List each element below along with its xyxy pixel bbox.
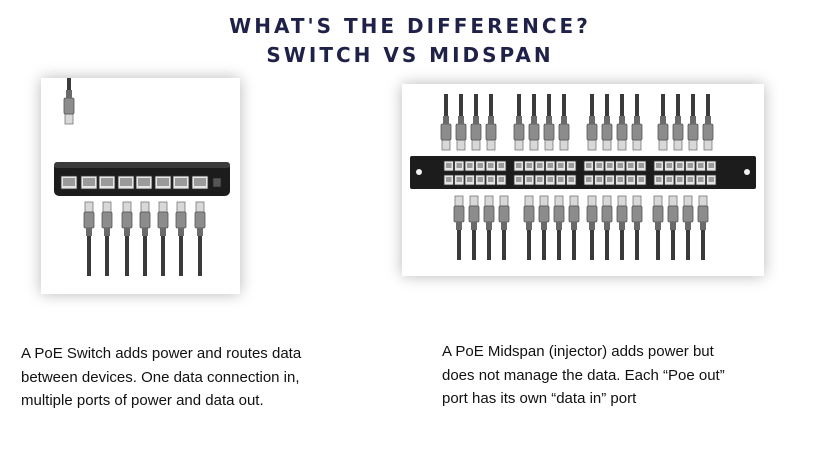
cable-plug xyxy=(483,195,495,260)
cable-plug xyxy=(672,94,684,151)
cable-plug xyxy=(175,201,187,276)
switch-caption: A PoE Switch adds power and routes data … xyxy=(21,345,302,409)
cable-plug xyxy=(63,78,75,125)
cable-plug xyxy=(513,94,525,151)
rack-ear-hole xyxy=(744,169,750,175)
cable-plug xyxy=(586,94,598,151)
cable-plug xyxy=(538,195,550,260)
cable-plug xyxy=(657,94,669,151)
cable-plug xyxy=(468,195,480,260)
poe-switch-illustration xyxy=(54,78,230,276)
cable-plug xyxy=(485,94,497,151)
cable-plug xyxy=(440,94,452,151)
switch-image-card xyxy=(41,78,240,294)
cable-plug xyxy=(601,195,613,260)
cable-plug xyxy=(157,201,169,276)
cable-plug xyxy=(498,195,510,260)
cable-plug xyxy=(553,195,565,260)
cable-plug xyxy=(616,94,628,151)
page-title-line-1: WHAT'S THE DIFFERENCE? xyxy=(229,14,591,38)
cable-plug xyxy=(453,195,465,260)
poe-midspan-illustration xyxy=(410,94,756,260)
cable-plug xyxy=(568,195,580,260)
rack-ear-hole xyxy=(416,169,422,175)
cable-plug xyxy=(543,94,555,151)
cable-plug xyxy=(121,201,133,276)
cable-plug xyxy=(194,201,206,276)
cable-plug xyxy=(697,195,709,260)
cable-plug xyxy=(652,195,664,260)
cable-plug xyxy=(601,94,613,151)
cable-plug xyxy=(631,195,643,260)
cable-plug xyxy=(682,195,694,260)
cable-plug xyxy=(558,94,570,151)
cable-plug xyxy=(586,195,598,260)
page-title-line-2: SWITCH VS MIDSPAN xyxy=(266,43,554,67)
cable-plug xyxy=(83,201,95,276)
cable-plug xyxy=(528,94,540,151)
cable-plug xyxy=(470,94,482,151)
status-led xyxy=(212,177,222,188)
cable-plug xyxy=(687,94,699,151)
cable-plug xyxy=(631,94,643,151)
cable-plug xyxy=(667,195,679,260)
cable-plug xyxy=(455,94,467,151)
cable-plug xyxy=(523,195,535,260)
cable-plug xyxy=(139,201,151,276)
cable-plug xyxy=(101,201,113,276)
cable-plug xyxy=(616,195,628,260)
midspan-caption: A PoE Midspan (injector) adds power but … xyxy=(442,343,725,407)
midspan-image-card xyxy=(402,84,764,276)
cable-plug xyxy=(702,94,714,151)
